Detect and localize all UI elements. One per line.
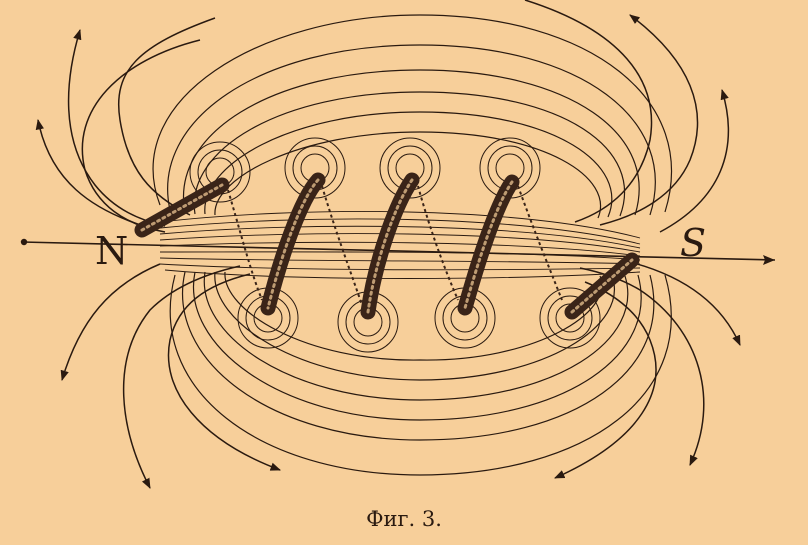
internal-field-lines [159, 211, 641, 279]
axis-line [20, 238, 776, 265]
north-pole-label: N [95, 229, 129, 273]
figure-caption: Фиг. 3. [366, 507, 442, 531]
closed-field-loops [152, 14, 672, 476]
coil-back-segments [227, 185, 563, 306]
solenoid-coil [134, 172, 640, 320]
south-pole-label: S [680, 221, 707, 265]
